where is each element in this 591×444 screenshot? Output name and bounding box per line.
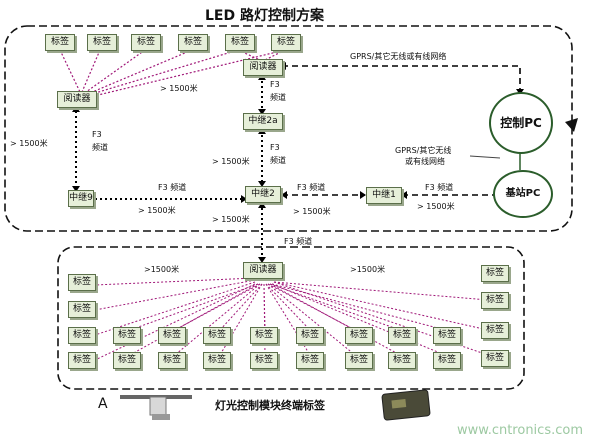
band-label: 频道	[270, 93, 286, 102]
tag-node: 标签	[481, 292, 509, 309]
distance-label: > 1500米	[212, 157, 250, 166]
tag-node: 标签	[68, 301, 96, 318]
gprs-label-mid-line2: 或有线网络	[405, 157, 445, 166]
lamp-module-image	[120, 395, 192, 420]
tag-node: 标签	[131, 34, 161, 51]
tag-node: 标签	[433, 352, 461, 369]
tag-node: 标签	[68, 352, 96, 369]
base-station-pc: 基站PC	[493, 170, 553, 218]
dashed-links	[282, 65, 521, 196]
tag-node: 标签	[68, 274, 96, 291]
tag-node: 标签	[158, 327, 186, 344]
f3-label: F3	[270, 80, 280, 89]
f3-label: F3	[92, 130, 102, 139]
tag-node: 标签	[388, 352, 416, 369]
tag-node: 标签	[345, 352, 373, 369]
tag-node: 标签	[203, 352, 231, 369]
tag-node: 标签	[481, 265, 509, 282]
control-pc: 控制PC	[489, 92, 553, 154]
terminal-caption: 灯光控制模块终端标签	[215, 399, 325, 412]
tag-node: 标签	[296, 327, 324, 344]
tag-node: 标签	[250, 327, 278, 344]
tag-node: 标签	[433, 327, 461, 344]
tag-node: 标签	[225, 34, 255, 51]
tag-node: 标签	[158, 352, 186, 369]
boundary-marker	[565, 118, 578, 132]
reader-node: 阅读器	[243, 59, 283, 76]
reader-node: 阅读器	[243, 262, 283, 279]
tag-node: 标签	[481, 350, 509, 367]
band-label: 频道	[270, 156, 286, 165]
tag-node: 标签	[45, 34, 75, 51]
upper-tag-links	[59, 49, 286, 97]
tag-node: 标签	[68, 327, 96, 344]
f3-label: F3	[270, 143, 280, 152]
distance-label: > 1500米	[10, 139, 48, 148]
tag-node: 标签	[113, 327, 141, 344]
lower-zone-boundary	[57, 246, 525, 390]
tag-node: 标签	[87, 34, 117, 51]
tag-node: 标签	[481, 322, 509, 339]
tag-node: 标签	[178, 34, 208, 51]
arrowheads	[72, 62, 524, 263]
figure-letter: A	[98, 396, 108, 412]
watermark: www.cntronics.com	[456, 423, 583, 438]
distance-label: > 1500米	[417, 202, 455, 211]
relay-node: 中继9	[68, 190, 94, 207]
relay-node: 中继2	[245, 186, 281, 203]
tag-node: 标签	[271, 34, 301, 51]
f3-band-label: F3 频道	[297, 183, 326, 192]
relay-node: 中继1	[366, 187, 402, 204]
distance-label: >1500米	[144, 265, 180, 274]
band-label: 频道	[92, 143, 108, 152]
f3-band-label: F3 频道	[284, 237, 313, 246]
distance-label: >1500米	[350, 265, 386, 274]
relay-links	[75, 76, 263, 262]
tag-node: 标签	[296, 352, 324, 369]
diagram-title: LED 路灯控制方案	[205, 8, 324, 24]
distance-label: > 1500米	[212, 215, 250, 224]
gprs-label-top: GPRS/其它无线或有线网络	[350, 52, 447, 61]
tag-node: 标签	[345, 327, 373, 344]
gprs-pointer	[469, 155, 501, 159]
f3-band-label: F3 频道	[158, 183, 187, 192]
lower-tag-links	[94, 277, 489, 361]
terminal-tag-image	[381, 389, 431, 421]
relay-node: 中继2a	[243, 113, 283, 130]
distance-label: > 1500米	[138, 206, 176, 215]
tag-node: 标签	[250, 352, 278, 369]
f3-band-label: F3 频道	[425, 183, 454, 192]
reader-node: 阅读器	[57, 91, 97, 108]
tag-node: 标签	[388, 327, 416, 344]
tag-node: 标签	[203, 327, 231, 344]
tag-node: 标签	[113, 352, 141, 369]
distance-label: > 1500米	[293, 207, 331, 216]
distance-label: > 1500米	[160, 84, 198, 93]
gprs-label-mid-line1: GPRS/其它无线	[395, 146, 452, 155]
